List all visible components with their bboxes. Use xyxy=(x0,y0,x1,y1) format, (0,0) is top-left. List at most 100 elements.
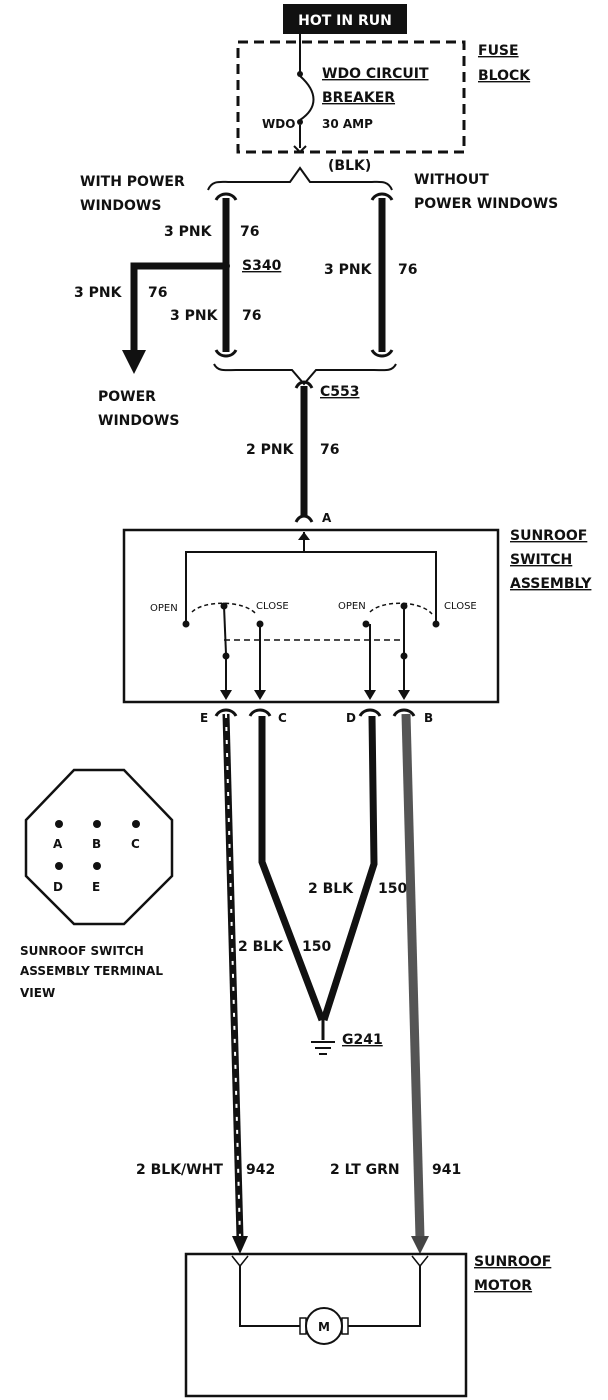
wire-w4-circuit: 76 xyxy=(398,262,417,278)
left-switch-blade xyxy=(223,605,227,655)
wire-w5-circuit: 76 xyxy=(320,442,339,458)
switch-terminal-d-label: D xyxy=(346,711,356,725)
splice-label: S340 xyxy=(242,258,282,274)
wire-w3-color: 3 PNK xyxy=(170,308,219,324)
power-windows-arrow xyxy=(122,350,146,374)
right-switch-open-contact xyxy=(362,620,370,628)
motor-internal-right xyxy=(411,1255,429,1268)
terminal-view-octagon xyxy=(24,768,174,926)
connector-e xyxy=(214,708,238,717)
switch-internal-bus xyxy=(185,551,437,622)
ground-left-color: 2 BLK xyxy=(238,939,284,955)
terminal-pin-b-label: B xyxy=(92,837,101,851)
switch-terminal-a-connector xyxy=(294,514,314,523)
terminal-pin-e xyxy=(93,862,101,870)
power-windows-label-1: POWER xyxy=(98,389,156,405)
motor-symbol xyxy=(305,1307,343,1345)
terminal-pin-e-label: E xyxy=(92,880,100,894)
left-branch-bottom-connector xyxy=(214,349,238,358)
switch-label-1: SUNROOF xyxy=(510,528,587,544)
right-switch-close-contact xyxy=(432,620,440,628)
breaker-label-1: WDO CIRCUIT xyxy=(322,66,429,82)
switch-open-left: OPEN xyxy=(150,603,178,614)
connector-b xyxy=(392,708,416,717)
motor-label-1: SUNROOF xyxy=(474,1254,551,1270)
ground-right-color: 2 BLK xyxy=(308,881,354,897)
motor-right-circuit: 941 xyxy=(432,1162,461,1178)
breaker-arc xyxy=(299,75,315,121)
ground-right-circuit: 150 xyxy=(378,881,407,897)
motor-wire-left-arrow xyxy=(232,1236,248,1254)
fuse-block-label-2: BLOCK xyxy=(478,68,531,84)
motor-internal-wiring-right xyxy=(348,1266,421,1327)
motor-wire-right xyxy=(401,713,425,1239)
with-power-windows-2: WINDOWS xyxy=(80,198,161,214)
blk-bus-brace xyxy=(207,166,393,191)
switch-close-left: CLOSE xyxy=(256,601,289,612)
breaker-top-contact xyxy=(297,71,303,77)
switch-terminal-c-label: C xyxy=(278,711,287,725)
terminal-pin-a xyxy=(55,820,63,828)
breaker-label-2: BREAKER xyxy=(322,90,395,106)
motor-wire-right-arrow xyxy=(411,1236,429,1254)
motor-wire-left-stripe xyxy=(225,713,241,1239)
sunroof-switch-box xyxy=(122,528,500,704)
wire-w5-color: 2 PNK xyxy=(246,442,295,458)
switch-open-right: OPEN xyxy=(338,601,366,612)
connector-c553-label: C553 xyxy=(320,384,360,400)
terminal-pin-d xyxy=(55,862,63,870)
connector-c553 xyxy=(294,380,314,389)
terminal-view-caption-2: ASSEMBLY TERMINAL xyxy=(20,964,163,978)
breaker-rating: 30 AMP xyxy=(322,117,373,131)
motor-internal-wiring xyxy=(239,1266,300,1327)
with-power-windows-1: WITH POWER xyxy=(80,174,185,190)
terminal-view-caption-1: SUNROOF SWITCH xyxy=(20,944,144,958)
wire-w2-circuit: 76 xyxy=(148,285,167,301)
ground-label: G241 xyxy=(342,1032,383,1048)
without-power-windows-2: POWER WINDOWS xyxy=(414,196,558,212)
left-switch-open-contact xyxy=(182,620,190,628)
lower-merge-brace xyxy=(213,363,397,386)
ground-left-circuit: 150 xyxy=(302,939,331,955)
switch-label-2: SWITCH xyxy=(510,552,572,568)
power-windows-label-2: WINDOWS xyxy=(98,413,179,429)
motor-right-color: 2 LT GRN xyxy=(330,1162,400,1178)
wire-w4-color: 3 PNK xyxy=(324,262,373,278)
arrow-e xyxy=(220,690,232,700)
without-power-windows-1: WITHOUT xyxy=(414,172,489,188)
arrow-c xyxy=(254,690,266,700)
connector-c xyxy=(248,708,272,717)
switch-terminal-a-label: A xyxy=(322,511,332,525)
motor-left-circuit: 942 xyxy=(246,1162,275,1178)
terminal-pin-b xyxy=(93,820,101,828)
wire-w1-circuit: 76 xyxy=(240,224,259,240)
blk-wire-color: (BLK) xyxy=(328,158,371,174)
switch-internal-arrow-a xyxy=(298,532,310,540)
switch-terminal-e-label: E xyxy=(200,711,208,725)
sunroof-motor-box xyxy=(184,1252,468,1398)
breaker-bottom-contact xyxy=(297,119,303,125)
left-branch-top-connector xyxy=(214,192,238,201)
wdo-terminal-label: WDO xyxy=(262,117,295,131)
fuse-block-box xyxy=(236,40,466,154)
ground-wire-right xyxy=(320,715,378,1022)
right-branch-top-connector xyxy=(370,192,394,201)
wire-w3-circuit: 76 xyxy=(242,308,261,324)
hot-in-run-box xyxy=(283,4,407,34)
hot-in-run-label: HOT IN RUN xyxy=(298,13,392,29)
terminal-pin-c xyxy=(132,820,140,828)
fuse-block-label-1: FUSE xyxy=(478,43,519,59)
motor-internal-left xyxy=(231,1255,249,1268)
ground-wire-left xyxy=(258,716,326,1022)
terminal-pin-d-label: D xyxy=(53,880,63,894)
wire-w1-color: 3 PNK xyxy=(164,224,213,240)
motor-label-2: MOTOR xyxy=(474,1278,532,1294)
right-branch-bottom-connector xyxy=(370,349,394,358)
terminal-pin-a-label: A xyxy=(53,837,63,851)
fuse-output-terminal xyxy=(293,145,307,154)
arrow-d xyxy=(364,690,376,700)
arrow-b xyxy=(398,690,410,700)
motor-symbol-label: M xyxy=(318,1320,330,1334)
switch-label-3: ASSEMBLY xyxy=(510,576,592,592)
